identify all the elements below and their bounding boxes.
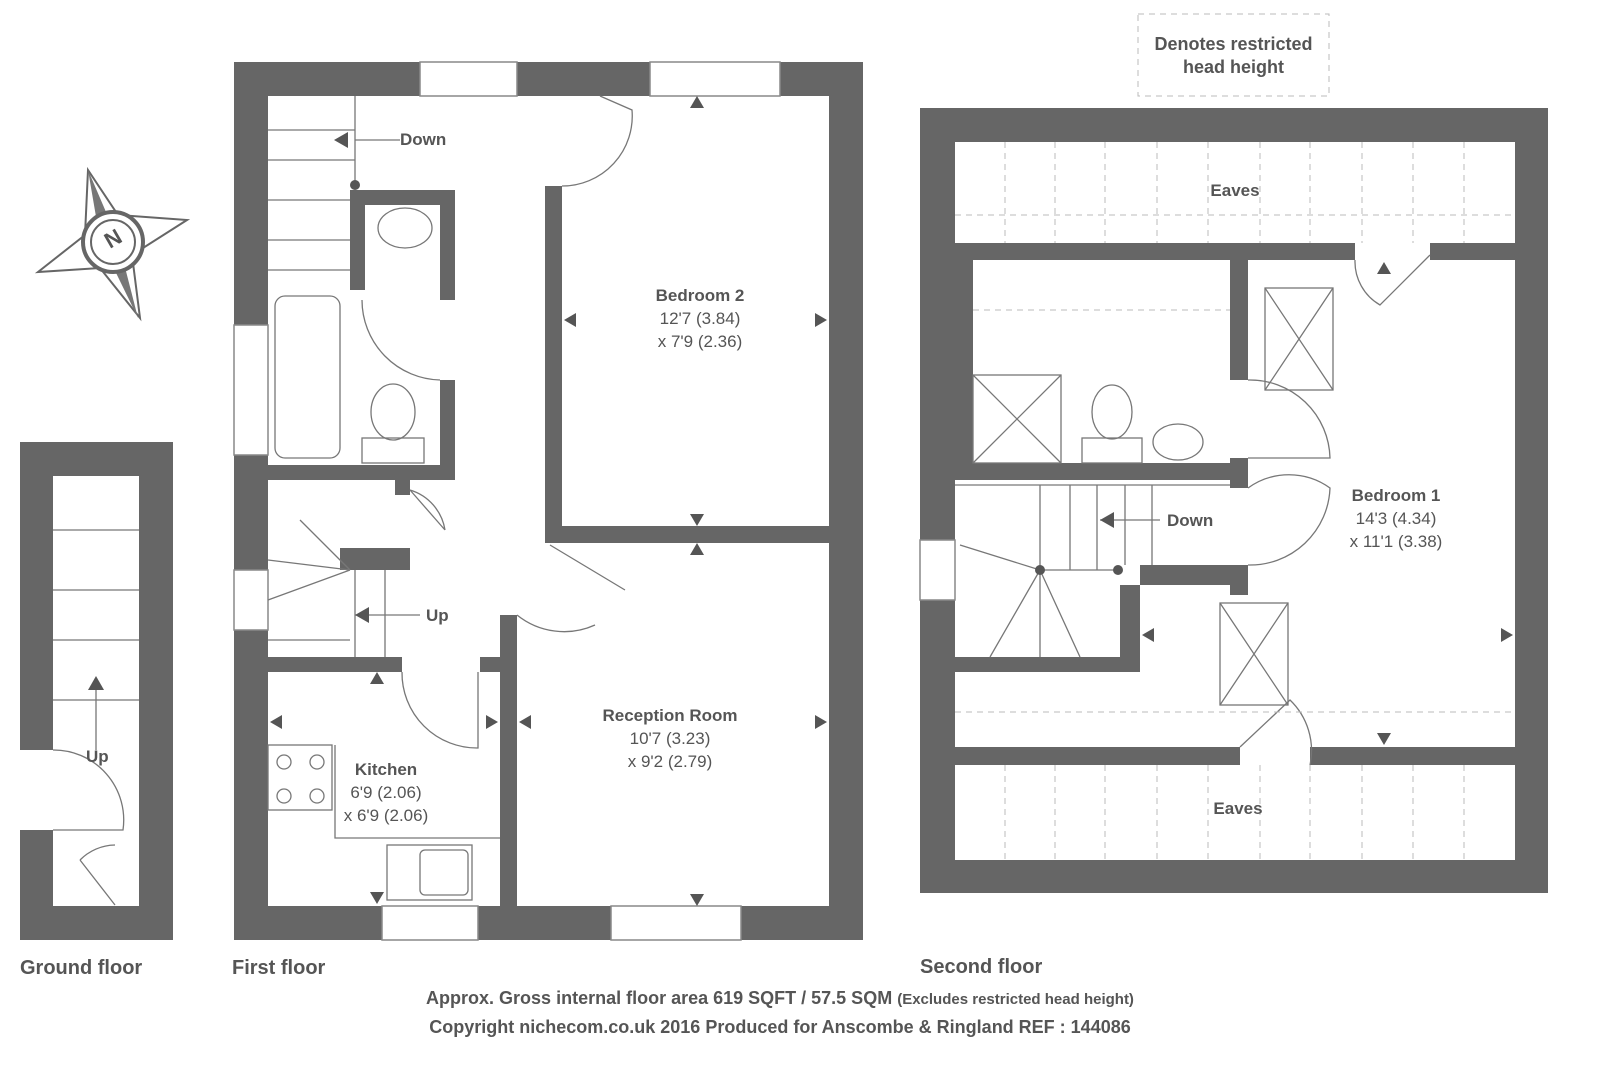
eaves-top-label: Eaves [1210, 181, 1260, 200]
eaves-bottom-label: Eaves [1213, 799, 1263, 818]
ground-up-label: Up [86, 747, 109, 766]
second-down-label: Down [1167, 511, 1214, 530]
first-floor-label: First floor [232, 957, 326, 979]
compass-icon [34, 166, 191, 322]
walls [20, 62, 1548, 940]
footer-area: Approx. Gross internal floor area 619 SQ… [0, 988, 1560, 1009]
room-name: Kitchen [354, 760, 418, 779]
room-name: Bedroom 2 [655, 286, 745, 305]
windows [233, 61, 956, 941]
restricted-head-height [955, 13, 1515, 860]
legend-line1: Denotes restricted [1154, 34, 1313, 54]
room-name: Bedroom 1 [1351, 486, 1441, 505]
room-dim: x 11'1 (3.38) [1349, 532, 1443, 551]
dimension-arrows [270, 96, 1513, 906]
room-name: Reception Room [602, 706, 738, 725]
first-up-label: Up [426, 606, 449, 625]
area-note: (Excludes restricted head height) [897, 991, 1134, 1008]
area-text: Approx. Gross internal floor area 619 SQ… [426, 988, 893, 1008]
room-dim: 6'9 (2.06) [350, 783, 422, 802]
stair-markers [88, 132, 1123, 690]
room-dim: 10'7 (3.23) [629, 729, 711, 748]
room-dim: x 6'9 (2.06) [343, 806, 429, 825]
legend-line2: head height [1182, 57, 1284, 77]
room-dim: 12'7 (3.84) [659, 309, 741, 328]
first-down-label: Down [400, 130, 447, 149]
ground-floor-label: Ground floor [20, 957, 143, 979]
second-floor-label: Second floor [920, 956, 1043, 978]
room-dim: x 9'2 (2.79) [627, 752, 713, 771]
room-dim: x 7'9 (2.36) [657, 332, 743, 351]
room-dim: 14'3 (4.34) [1355, 509, 1437, 528]
footer-copyright: Copyright nichecom.co.uk 2016 Produced f… [429, 1017, 1131, 1037]
